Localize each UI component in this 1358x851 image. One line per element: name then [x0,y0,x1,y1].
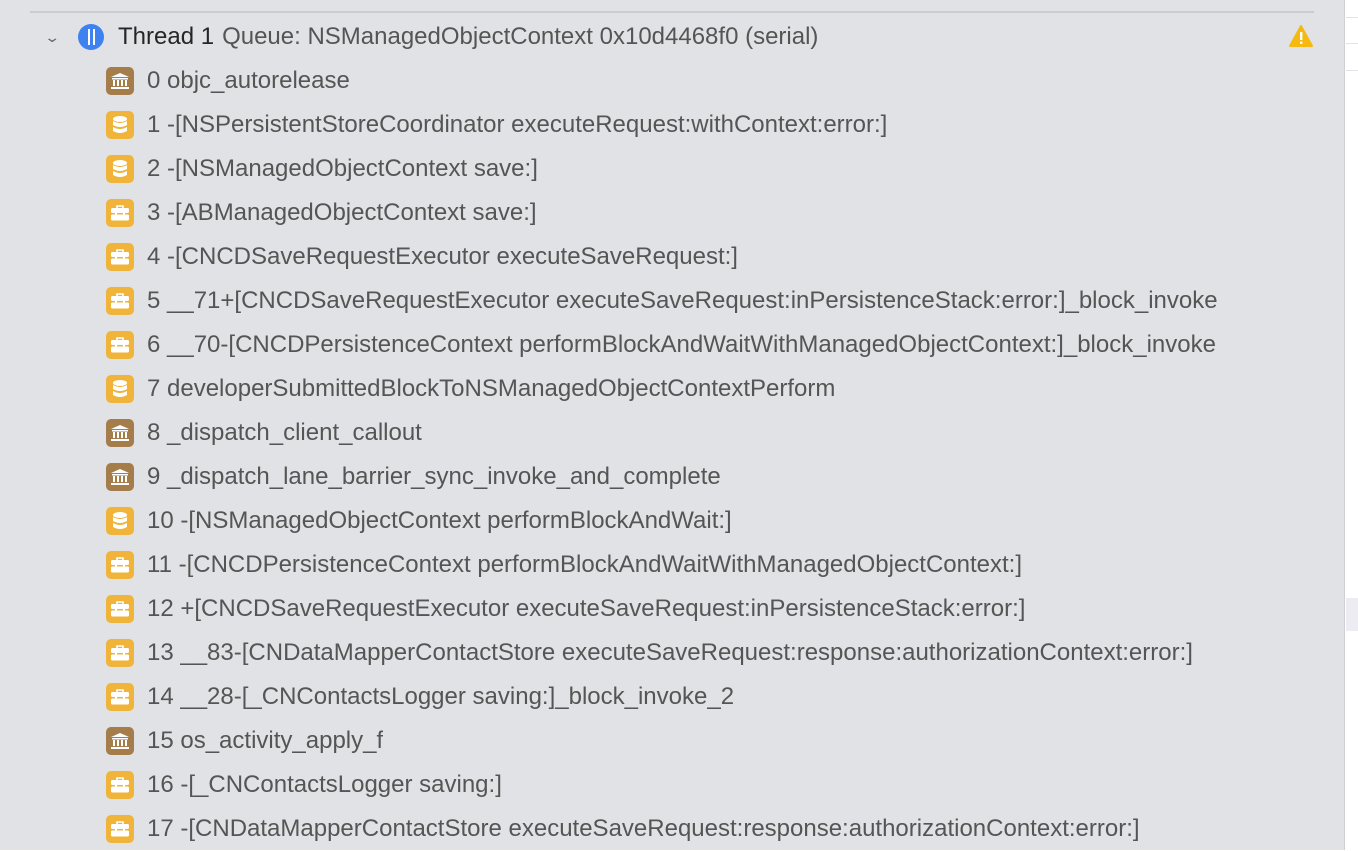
library-icon [106,419,134,447]
frame-label: 4 -[CNCDSaveRequestExecutor executeSaveR… [147,243,738,270]
frame-label: 17 -[CNDataMapperContactStore executeSav… [147,815,1140,842]
database-icon [106,111,134,139]
toolbox-icon [106,199,134,227]
editor-edge [1346,0,1358,850]
toolbox-icon [106,683,134,711]
stack-frame[interactable]: 13 __83-[CNDataMapperContactStore execut… [106,631,1306,675]
stack-frame[interactable]: 12 +[CNCDSaveRequestExecutor executeSave… [106,587,1306,631]
toolbox-icon [106,243,134,271]
frame-label: 5 __71+[CNCDSaveRequestExecutor executeS… [147,287,1218,314]
library-icon [106,727,134,755]
toolbox-icon [106,639,134,667]
database-icon [106,507,134,535]
frame-label: 8 _dispatch_client_callout [147,419,422,446]
frame-label: 6 __70-[CNCDPersistenceContext performBl… [147,331,1216,358]
frame-label: 1 -[NSPersistentStoreCoordinator execute… [147,111,888,138]
toolbox-icon [106,815,134,843]
frame-label: 16 -[_CNContactsLogger saving:] [147,771,502,798]
stack-frame[interactable]: 11 -[CNCDPersistenceContext performBlock… [106,543,1306,587]
stack-frame[interactable]: 15 os_activity_apply_f [106,719,1306,763]
frame-label: 2 -[NSManagedObjectContext save:] [147,155,538,182]
stack-frame[interactable]: 16 -[_CNContactsLogger saving:] [106,763,1306,807]
frame-label: 15 os_activity_apply_f [147,727,384,754]
frame-label: 13 __83-[CNDataMapperContactStore execut… [147,639,1193,666]
frame-label: 9 _dispatch_lane_barrier_sync_invoke_and… [147,463,721,490]
frame-label: 12 +[CNCDSaveRequestExecutor executeSave… [147,595,1026,622]
thread-queue: Queue: NSManagedObjectContext 0x10d4468f… [222,23,819,50]
library-icon [106,67,134,95]
toolbox-icon [106,551,134,579]
toolbox-icon [106,331,134,359]
stack-frame[interactable]: 9 _dispatch_lane_barrier_sync_invoke_and… [106,455,1306,499]
frame-label: 3 -[ABManagedObjectContext save:] [147,199,537,226]
stack-frame[interactable]: 10 -[NSManagedObjectContext performBlock… [106,499,1306,543]
frame-label: 7 developerSubmittedBlockToNSManagedObje… [147,375,836,402]
frame-label: 10 -[NSManagedObjectContext performBlock… [147,507,732,534]
frame-label: 14 __28-[_CNContactsLogger saving:]_bloc… [147,683,735,710]
stack-frame[interactable]: 4 -[CNCDSaveRequestExecutor executeSaveR… [106,235,1306,279]
chevron-down-icon[interactable]: ⌄ [44,28,61,45]
stack-frame[interactable]: 0 objc_autorelease [106,59,1306,103]
frame-label: 0 objc_autorelease [147,67,350,94]
stack-frame[interactable]: 14 __28-[_CNContactsLogger saving:]_bloc… [106,675,1306,719]
stack-frame[interactable]: 3 -[ABManagedObjectContext save:] [106,191,1306,235]
stack-frame[interactable]: 7 developerSubmittedBlockToNSManagedObje… [106,367,1306,411]
stack-frame[interactable]: 2 -[NSManagedObjectContext save:] [106,147,1306,191]
toolbox-icon [106,595,134,623]
frame-label: 11 -[CNCDPersistenceContext performBlock… [147,551,1023,578]
thread-icon [78,24,104,50]
toolbox-icon [106,771,134,799]
stack-frame[interactable]: 1 -[NSPersistentStoreCoordinator execute… [106,103,1306,147]
stack-frame[interactable]: 8 _dispatch_client_callout [106,411,1306,455]
library-icon [106,463,134,491]
stack-frame[interactable]: 6 __70-[CNCDPersistenceContext performBl… [106,323,1306,367]
database-icon [106,155,134,183]
thread-row[interactable]: ⌄ Thread 1 Queue: NSManagedObjectContext… [44,22,1313,52]
stack-frame[interactable]: 17 -[CNDataMapperContactStore executeSav… [106,807,1306,851]
divider [30,11,1314,13]
thread-name: Thread 1 [118,23,215,50]
database-icon [106,375,134,403]
stack-frame[interactable]: 5 __71+[CNCDSaveRequestExecutor executeS… [106,279,1306,323]
toolbox-icon [106,287,134,315]
warning-icon[interactable] [1289,25,1313,47]
